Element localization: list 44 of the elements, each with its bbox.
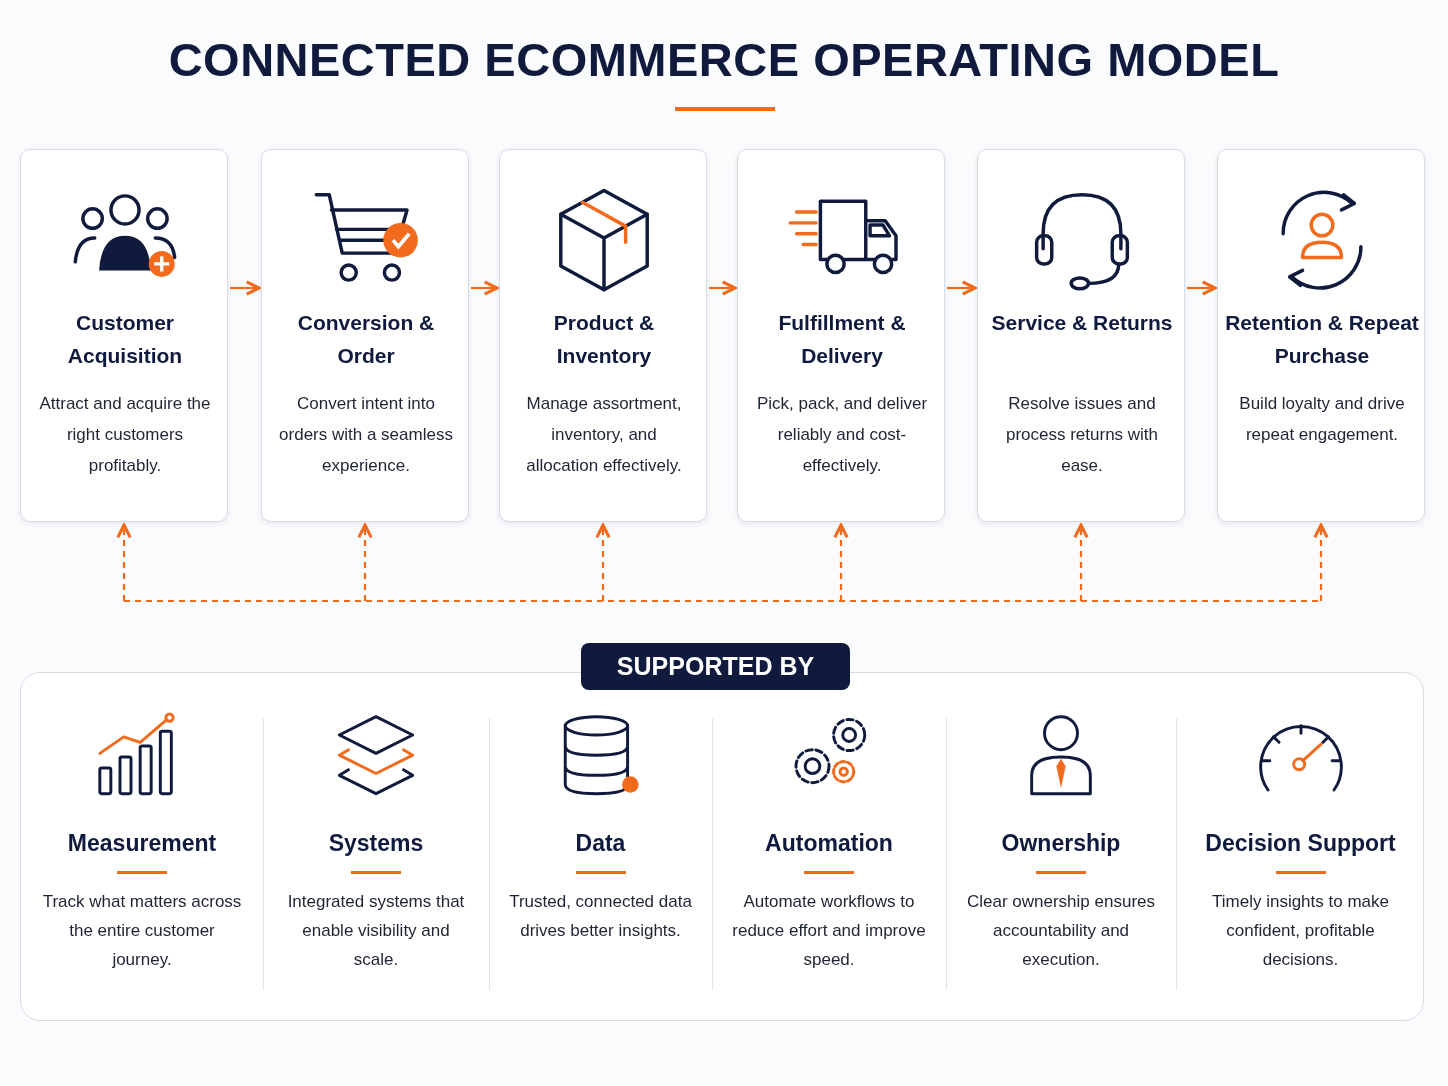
dashed-arrow — [1073, 523, 1089, 601]
stage-card — [261, 149, 469, 522]
column-heading: Measurement — [66, 829, 218, 858]
arrow — [1187, 280, 1217, 296]
column-description: Integrated systems that enable visibility and scale. — [286, 891, 466, 971]
section-badge: SUPPORTED BY — [581, 643, 850, 690]
stage-card — [20, 149, 228, 522]
column-description: Automate workflows to reduce effort and improve speed. — [732, 891, 926, 971]
card-description: Resolve issues and process returns with ease. — [1004, 393, 1160, 477]
card-heading: Customer Acquisition — [66, 310, 184, 369]
card-description: Convert intent into orders with a seamless experience. — [278, 393, 454, 477]
card-heading: Fulfillment & Delivery — [777, 310, 907, 369]
dashed-arrow — [595, 523, 611, 601]
arrow — [709, 280, 737, 296]
column-heading: Ownership — [1000, 829, 1122, 858]
dashed-arrow — [1313, 523, 1329, 601]
column-description: Trusted, connected data drives better insights. — [509, 891, 692, 942]
arrow — [230, 280, 261, 296]
stage-card — [1217, 149, 1425, 522]
card-heading: Conversion & Order — [296, 310, 436, 369]
dashed-line — [124, 599, 1321, 603]
stage-card — [977, 149, 1185, 522]
column-description: Track what matters across the entire customer journey. — [41, 891, 243, 971]
column-heading: Systems — [327, 829, 425, 858]
dashed-arrow — [116, 523, 132, 601]
stage-card — [499, 149, 707, 522]
column-heading: Decision Support — [1204, 829, 1397, 858]
card-description: Manage assortment, inventory, and allocation effectively. — [525, 393, 683, 477]
arrow — [471, 280, 499, 296]
arrow — [947, 280, 977, 296]
card-heading: Retention & Repeat Purchase — [1224, 310, 1420, 369]
dashed-arrow — [833, 523, 849, 601]
diagram-title: CONNECTED ECOMMERCE OPERATING MODEL — [167, 32, 1281, 87]
card-heading: Service & Returns — [990, 310, 1174, 336]
dashed-arrow — [357, 523, 373, 601]
stage-card — [737, 149, 945, 522]
card-description: Build loyalty and drive repeat engagement. — [1238, 393, 1406, 446]
column-heading: Data — [574, 829, 627, 858]
card-description: Pick, pack, and deliver reliably and cost-effectively. — [755, 393, 929, 477]
column-description: Clear ownership ensures accountability and execution. — [966, 891, 1156, 971]
column-description: Timely insights to make confident, profitable decisions. — [1211, 891, 1390, 971]
card-description: Attract and acquire the right customers profitably. — [38, 393, 212, 477]
column-heading: Automation — [764, 829, 894, 858]
card-heading: Product & Inventory — [552, 310, 656, 369]
